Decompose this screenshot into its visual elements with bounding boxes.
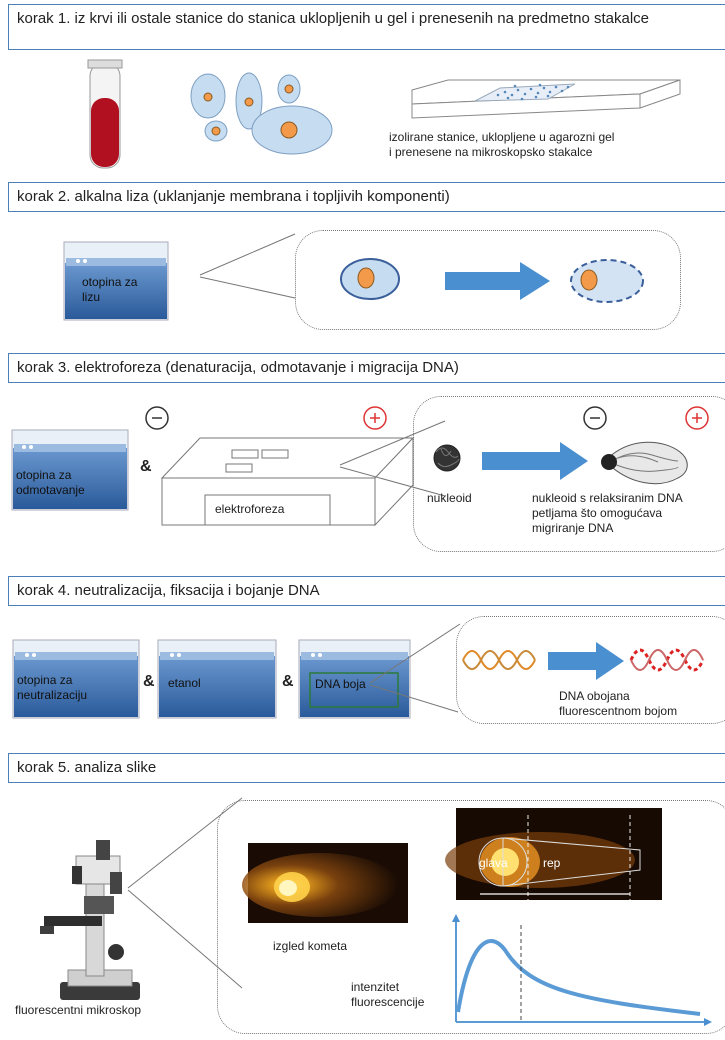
unwinding-beaker-label-line2: odmotavanje — [16, 483, 85, 497]
arrow-right-icon — [445, 262, 550, 300]
graph-label-line2: fluorescencije — [351, 995, 425, 1009]
graph-label-line1: intenzitet — [351, 980, 400, 994]
gel-cell-dots — [496, 83, 570, 101]
ampersand: & — [140, 458, 152, 475]
stained-caption-line1: DNA obojana — [559, 689, 630, 703]
lysis-beaker-label-line1: otopina za — [82, 275, 138, 289]
callout-pointer — [339, 420, 446, 466]
graph-axis-label: intenzitet fluorescencije — [351, 980, 424, 1010]
step-3-header: korak 3. elektroforeza (denaturacija, od… — [8, 353, 725, 383]
step-2-header: korak 2. alkalna liza (uklanjanje membra… — [8, 182, 725, 212]
stained-caption-line2: fluorescentnom bojom — [559, 704, 678, 718]
neutralization-beaker-label: otopina za neutralizaciju — [17, 673, 87, 703]
microscope-icon — [40, 840, 140, 1000]
ethanol-beaker-label: etanol — [168, 676, 201, 690]
relaxed-nucleoid-caption: nukleoid s relaksiranim DNA petljama što… — [532, 491, 683, 536]
stained-dna-caption: DNA obojana fluorescentnom bojom — [559, 689, 677, 719]
electrophoresis-label: elektroforeza — [215, 502, 285, 516]
plus-electrode-icon — [363, 406, 387, 430]
stained-dna-helix-icon — [629, 648, 705, 672]
comet-analysis-image — [445, 808, 662, 900]
ampersand: & — [282, 673, 294, 690]
step4-callout — [456, 616, 725, 724]
relaxed-caption-line3: migriranje DNA — [532, 521, 614, 535]
step-5-header: korak 5. analiza slike — [8, 753, 725, 783]
unwinding-beaker-label-line1: otopina za — [16, 468, 72, 482]
lysis-beaker-label-line2: lizu — [82, 290, 101, 304]
comet-head-label: glava — [479, 856, 508, 870]
arrow-right-icon — [482, 442, 588, 480]
ethanol-beaker-icon — [157, 639, 277, 719]
step-1-header: korak 1. iz krvi ili ostale stanice do s… — [8, 4, 725, 50]
comet-image — [242, 843, 408, 923]
comet-tail-label: rep — [543, 856, 561, 870]
dna-stain-beaker-label: DNA boja — [315, 677, 366, 691]
minus-electrode-icon — [583, 406, 607, 430]
arrow-right-icon — [548, 642, 624, 680]
relaxed-caption-line2: petljama što omogućava — [532, 506, 663, 520]
step2-callout — [295, 230, 681, 330]
dna-stain-beaker-icon — [298, 639, 411, 719]
lysis-beaker-icon — [63, 241, 169, 321]
minus-electrode-icon — [145, 406, 169, 430]
intact-cell-icon — [340, 258, 400, 300]
step3-callout — [413, 396, 725, 552]
slide-caption: izolirane stanice, uklopljene u agarozni… — [389, 130, 614, 160]
nucleoid-label: nukleoid — [427, 491, 472, 505]
relaxed-caption-line1: nukleoid s relaksiranim DNA — [532, 491, 683, 505]
callout-pointer — [127, 889, 243, 989]
isolated-cells-icon — [190, 72, 333, 155]
microscope-slide-icon — [411, 79, 681, 119]
lysis-beaker-label: otopina za lizu — [82, 275, 137, 305]
lysed-cell-icon — [570, 259, 644, 303]
step-4-header: korak 4. neutralizacija, fiksacija i boj… — [8, 576, 725, 606]
comet-label: izgled kometa — [273, 939, 348, 953]
step5-callout — [217, 800, 725, 1034]
intensity-graph — [452, 914, 712, 1026]
neutralization-beaker-icon — [12, 639, 140, 719]
callout-pointer — [339, 466, 446, 497]
test-tube-icon — [87, 59, 123, 169]
unwinding-beaker-icon — [11, 429, 129, 511]
nucleoid-icon — [433, 444, 461, 472]
plus-electrode-icon — [685, 406, 709, 430]
relaxed-nucleoid-icon — [601, 441, 688, 485]
callout-pointer — [199, 276, 296, 299]
microscope-label: fluorescentni mikroskop — [15, 1003, 142, 1017]
callout-pointer — [369, 684, 459, 713]
unwinding-beaker-label: otopina za odmotavanje — [16, 468, 85, 498]
ampersand: & — [143, 673, 155, 690]
callout-pointer — [199, 233, 296, 276]
slide-caption-line1: izolirane stanice, uklopljene u agarozni… — [389, 130, 615, 144]
callout-pointer — [369, 623, 461, 684]
neutralization-label-line2: neutralizaciju — [17, 688, 88, 702]
neutralization-label-line1: otopina za — [17, 673, 73, 687]
electrophoresis-box-icon — [160, 436, 415, 527]
dna-helix-icon — [462, 650, 536, 670]
slide-caption-line2: i prenesene na mikroskopsko stakalce — [389, 145, 593, 159]
